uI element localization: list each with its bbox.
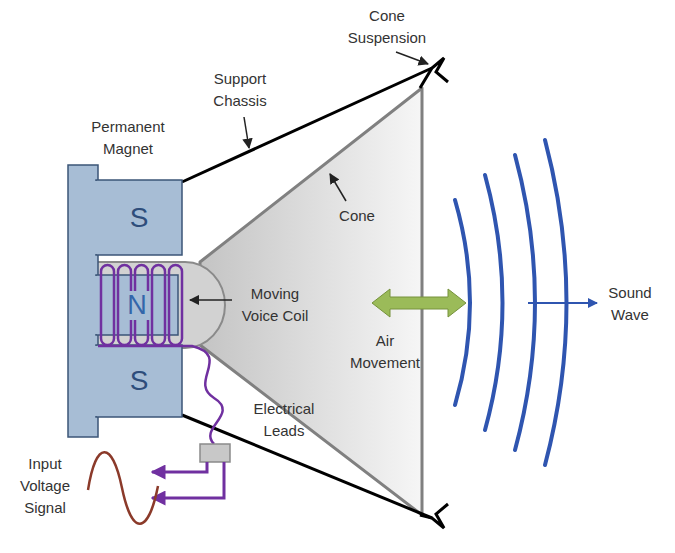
coil-windings xyxy=(101,265,182,345)
part-label: Cone Suspension xyxy=(341,5,433,49)
part-label: Electrical Leads xyxy=(245,398,323,442)
cone-suspension xyxy=(420,504,448,528)
pole-letter: S xyxy=(127,203,152,233)
support-chassis xyxy=(182,415,432,518)
input-lead xyxy=(152,462,224,498)
leader-arrow xyxy=(330,174,346,201)
electrical-lead xyxy=(98,346,223,444)
part-label: Cone xyxy=(331,205,383,227)
support-chassis xyxy=(182,68,432,182)
magnet-fill xyxy=(69,276,99,334)
air-movement-arrow xyxy=(372,289,466,317)
permanent-magnet xyxy=(68,165,182,437)
magnet-pole: N xyxy=(96,275,178,335)
sine-wave xyxy=(88,452,158,524)
pole-letter: N xyxy=(124,291,150,320)
terminal-block xyxy=(200,444,230,462)
sound-direction-arrow xyxy=(528,302,597,304)
leader-arrow xyxy=(190,299,232,301)
magnet-pole: S xyxy=(96,180,182,255)
part-label: Permanent Magnet xyxy=(82,116,174,160)
magnet-fill xyxy=(69,181,99,254)
part-label: Sound Wave xyxy=(599,282,661,326)
input-lead xyxy=(152,462,207,472)
part-label: Moving Voice Coil xyxy=(234,283,316,327)
leader-arrow xyxy=(396,52,428,64)
part-label: Support Chassis xyxy=(204,68,276,112)
voice-coil-former xyxy=(95,262,225,348)
leader-arrow xyxy=(244,117,249,148)
magnet-fill xyxy=(69,346,99,416)
part-label: Air Movement xyxy=(344,330,426,374)
part-label: Input Voltage Signal xyxy=(14,453,76,519)
magnet-pole: S xyxy=(96,345,182,417)
pole-letter: S xyxy=(127,366,152,396)
